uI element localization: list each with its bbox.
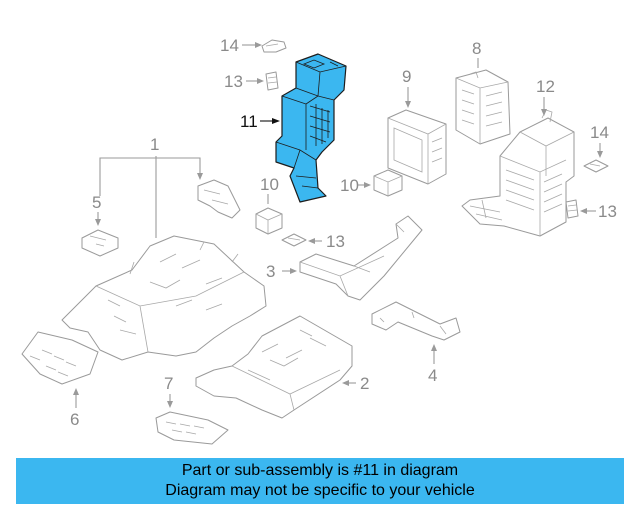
- callout-2: 2: [360, 374, 369, 393]
- part-1-main-frame[interactable]: [62, 236, 266, 360]
- callout-9: 9: [402, 67, 411, 86]
- part-7-connector-plate[interactable]: [156, 412, 228, 444]
- callout-5: 5: [92, 193, 101, 212]
- part-6-connector-plate[interactable]: [22, 332, 98, 384]
- part-13-clip-middle[interactable]: [282, 234, 306, 246]
- part-8-control-module[interactable]: [456, 70, 510, 144]
- arrow-13-top: [257, 78, 264, 84]
- callout-6: 6: [70, 410, 79, 429]
- arrow-14-top: [255, 42, 262, 48]
- arrow-12: [541, 109, 547, 116]
- part-14-clip-top[interactable]: [262, 40, 286, 52]
- part-1-connector[interactable]: [198, 180, 240, 218]
- arrow-13-middle: [308, 238, 315, 244]
- part-9-module[interactable]: [388, 110, 446, 184]
- callout-10-left: 10: [260, 175, 279, 194]
- info-banner: Part or sub-assembly is #11 in diagram D…: [16, 458, 624, 504]
- leader-1-branches: [99, 157, 201, 196]
- arrow-2: [342, 380, 349, 386]
- arrow-4: [431, 344, 437, 351]
- arrow-5: [95, 219, 101, 226]
- callout-12: 12: [536, 77, 555, 96]
- part-2-lower-tray[interactable]: [196, 316, 352, 418]
- part-14-clip-right[interactable]: [584, 160, 608, 172]
- callout-11-highlighted: 11: [240, 112, 258, 131]
- callout-13-right: 13: [598, 202, 617, 221]
- callout-14-right: 14: [590, 123, 609, 142]
- banner-line-1: Part or sub-assembly is #11 in diagram: [181, 462, 459, 479]
- arrow-3: [290, 268, 297, 274]
- part-10-relay-left[interactable]: [256, 208, 282, 234]
- arrow-6: [73, 388, 79, 395]
- callout-10-right: 10: [340, 176, 359, 195]
- arrow-13-right: [580, 208, 587, 214]
- arrow-10-right: [364, 182, 371, 188]
- arrow-14-right: [597, 151, 603, 158]
- callout-13-top: 13: [224, 72, 243, 91]
- part-10-relay-right[interactable]: [374, 170, 402, 196]
- arrow-1-right: [197, 173, 203, 180]
- part-12-relay-block[interactable]: [462, 110, 574, 236]
- part-3-cover[interactable]: [300, 216, 422, 300]
- part-5-bracket[interactable]: [82, 230, 118, 256]
- callout-8: 8: [472, 39, 481, 58]
- part-4-bracket[interactable]: [372, 302, 460, 340]
- arrow-7: [167, 401, 173, 408]
- callout-3: 3: [266, 262, 275, 281]
- banner-line-2: Diagram may not be specific to your vehi…: [165, 482, 475, 499]
- arrow-11: [272, 118, 280, 124]
- callout-7: 7: [164, 374, 173, 393]
- callout-14-top: 14: [220, 36, 239, 55]
- part-13-clip-right[interactable]: [566, 200, 578, 218]
- exploded-parts-diagram: 14 13 11 8 9: [0, 36, 617, 456]
- callout-1: 1: [150, 135, 159, 154]
- part-11-junction-block-highlighted[interactable]: [276, 54, 346, 202]
- callout-4: 4: [428, 366, 437, 385]
- callout-13-middle: 13: [326, 232, 345, 251]
- part-13-clip-top[interactable]: [266, 72, 278, 90]
- arrow-9: [405, 101, 411, 108]
